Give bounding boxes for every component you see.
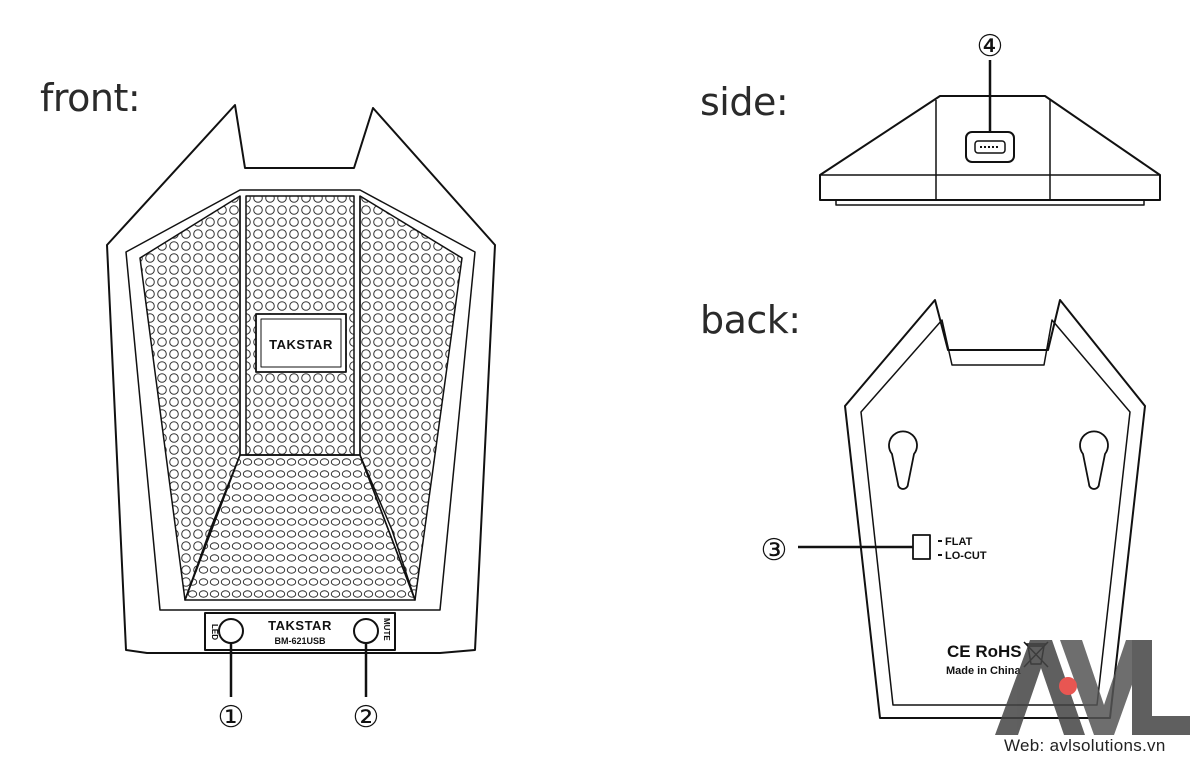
certification-text: CE RoHS	[947, 642, 1022, 661]
callout-2: ②	[353, 700, 380, 735]
front-inner-bevel	[125, 189, 476, 611]
locut-switch	[912, 534, 931, 560]
back-inner-line	[860, 319, 1131, 706]
back-view-label: back:	[700, 298, 801, 342]
front-view	[106, 104, 496, 697]
flat-label: FLAT	[945, 536, 973, 548]
callout-3: ③	[761, 533, 788, 568]
keyhole-right	[1079, 430, 1109, 490]
callout-1: ①	[218, 700, 245, 735]
led-label: LED	[210, 624, 219, 640]
website-text: Web: avlsolutions.vn	[1004, 736, 1166, 755]
front-outer-body	[106, 104, 496, 654]
side-view	[819, 60, 1161, 206]
origin-text: Made in China	[946, 665, 1021, 677]
panel-brand-text: TAKSTAR	[268, 618, 332, 633]
front-view-label: front:	[40, 76, 141, 120]
front-brand-text: TAKSTAR	[269, 337, 333, 352]
back-view	[798, 299, 1146, 719]
panel-model-text: BM-621USB	[274, 636, 326, 646]
logo-red-dot	[1059, 677, 1077, 695]
callout-4: ④	[977, 29, 1004, 64]
avl-logo	[995, 640, 1190, 735]
back-outer-body	[844, 299, 1146, 719]
led-button	[218, 618, 244, 644]
locut-label: LO-CUT	[945, 550, 987, 562]
mute-label: MUTE	[382, 618, 391, 641]
keyhole-left	[888, 430, 918, 490]
mute-button	[353, 618, 379, 644]
front-brand-plate	[255, 313, 347, 373]
side-view-label: side:	[700, 80, 789, 124]
